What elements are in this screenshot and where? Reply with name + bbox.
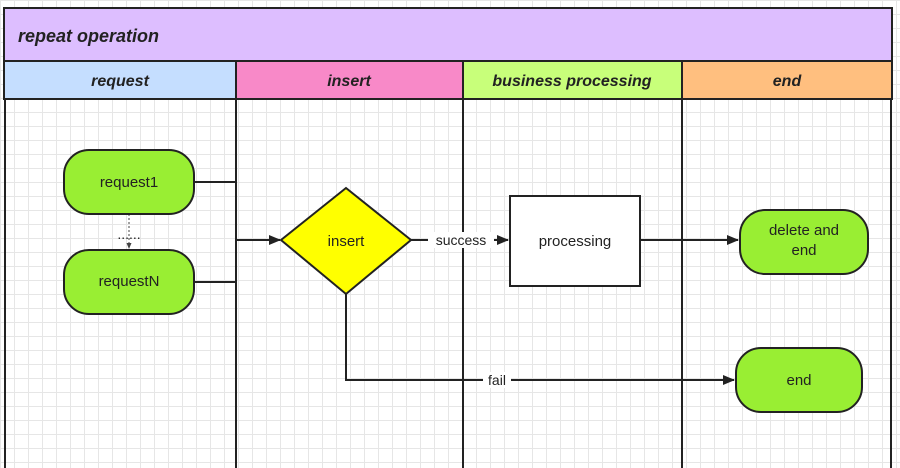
pool-header <box>3 7 893 62</box>
node-request1 <box>63 149 195 215</box>
lane-title-request: request <box>91 73 149 90</box>
lane-title-business-processing: business processing <box>492 73 651 90</box>
edge-label-background-success <box>428 232 494 248</box>
edge-label-background-fail <box>483 372 511 388</box>
edge-requestN-to-insert <box>194 240 237 283</box>
lane-header-end <box>681 60 893 100</box>
edge-label-fail: fail <box>488 372 506 388</box>
node-processing <box>509 195 641 287</box>
node-delete-and-end-label-line1: delete and <box>769 222 839 239</box>
node-insert-label: insert <box>328 233 366 250</box>
node-delete-and-end <box>739 209 869 275</box>
node-processing-label: processing <box>539 233 612 250</box>
request-ellipsis: ...... <box>117 226 140 242</box>
lane-title-insert: insert <box>327 73 371 90</box>
lane-header-insert <box>235 60 464 100</box>
node-delete-and-end-label-line2: end <box>791 242 816 259</box>
node-requestN <box>63 249 195 315</box>
edge-label-success: success <box>436 232 487 248</box>
node-requestN-label: requestN <box>99 273 160 290</box>
pool-title: repeat operation <box>18 26 159 46</box>
edge-insert-to-end <box>345 294 735 385</box>
edge-request1-to-insert <box>194 181 237 240</box>
lane-title-end: end <box>773 73 803 90</box>
node-end-label: end <box>786 372 811 389</box>
node-insert-decision <box>279 186 413 296</box>
node-request1-label: request1 <box>100 174 158 191</box>
node-end <box>735 347 863 413</box>
lane-header-request <box>3 60 237 100</box>
